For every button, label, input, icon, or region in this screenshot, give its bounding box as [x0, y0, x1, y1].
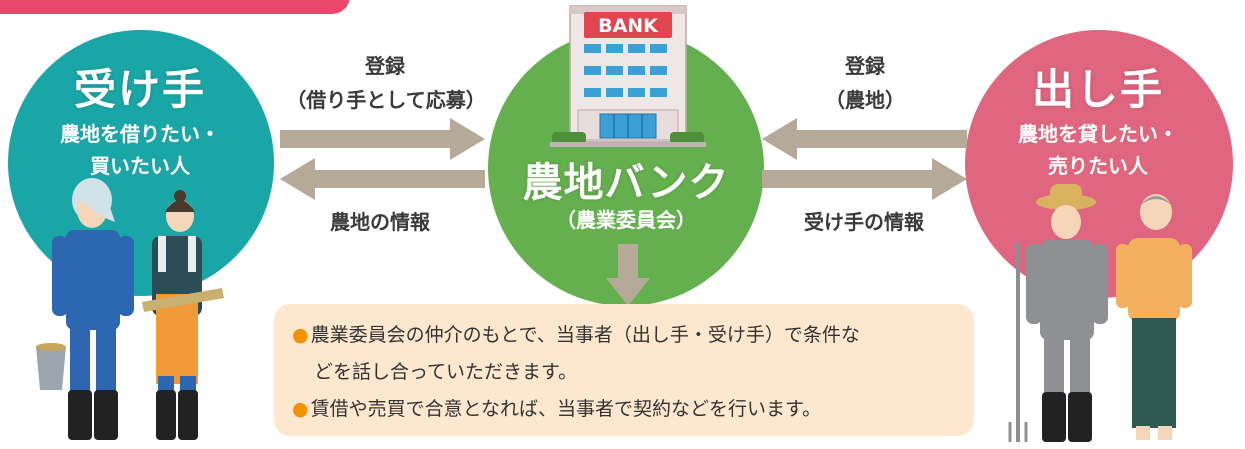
farmland-info-label: 農地の情報	[330, 210, 430, 234]
receiver-title: 受け手	[73, 65, 206, 114]
arrow-to-bank	[280, 118, 485, 160]
arrow-to-receiver	[280, 158, 485, 200]
bank-sign-text: BANK	[598, 15, 659, 37]
bank-building-icon: BANK	[550, 5, 706, 147]
notes-box	[274, 304, 974, 436]
provider-title: 出し手	[1031, 65, 1164, 114]
elderly-couple-right-icon	[1008, 184, 1192, 442]
receiver-desc-line1: 農地を借りたい・	[60, 122, 220, 146]
provider-desc-line2: 売りたい人	[1048, 154, 1148, 178]
right-arrows-icon	[762, 118, 967, 200]
receiver-desc-line2: 買いたい人	[90, 154, 190, 178]
note-item-2: ●賃借や売買で合意となれば、当事者で契約などを行います。	[292, 394, 821, 421]
left-arrows-icon	[280, 118, 485, 200]
note-text-1: 農業委員会の仲介のもとで、当事者（出し手・受け手）で条件な	[310, 324, 860, 346]
header-tab	[0, 0, 350, 14]
farmer-couple-left-icon	[36, 178, 224, 440]
register-label: 登録	[365, 54, 405, 78]
register-label-right: 登録	[845, 54, 885, 78]
receiver-info-label: 受け手の情報	[804, 210, 924, 234]
note-item-1-cont: どを話し合っていただきます。	[314, 361, 578, 383]
farmland-bank-subtitle: （農業委員会）	[556, 208, 696, 232]
note-item-1: ●農業委員会の仲介のもとで、当事者（出し手・受け手）で条件な	[292, 320, 860, 347]
arrow-to-provider	[762, 158, 967, 200]
bullet-icon: ●	[292, 398, 309, 420]
provider-desc-line1: 農地を貸したい・	[1018, 122, 1178, 146]
bullet-icon: ●	[292, 324, 309, 346]
register-as-borrower-label: （借り手として応募）	[286, 88, 486, 112]
down-arrow-icon	[606, 244, 650, 306]
note-text-2: 賃借や売買で合意となれば、当事者で契約などを行います。	[310, 398, 822, 420]
farmland-bank-title: 農地バンク	[522, 160, 730, 206]
register-farmland-label: （農地）	[825, 88, 905, 112]
arrow-to-bank-from-provider	[762, 118, 967, 160]
